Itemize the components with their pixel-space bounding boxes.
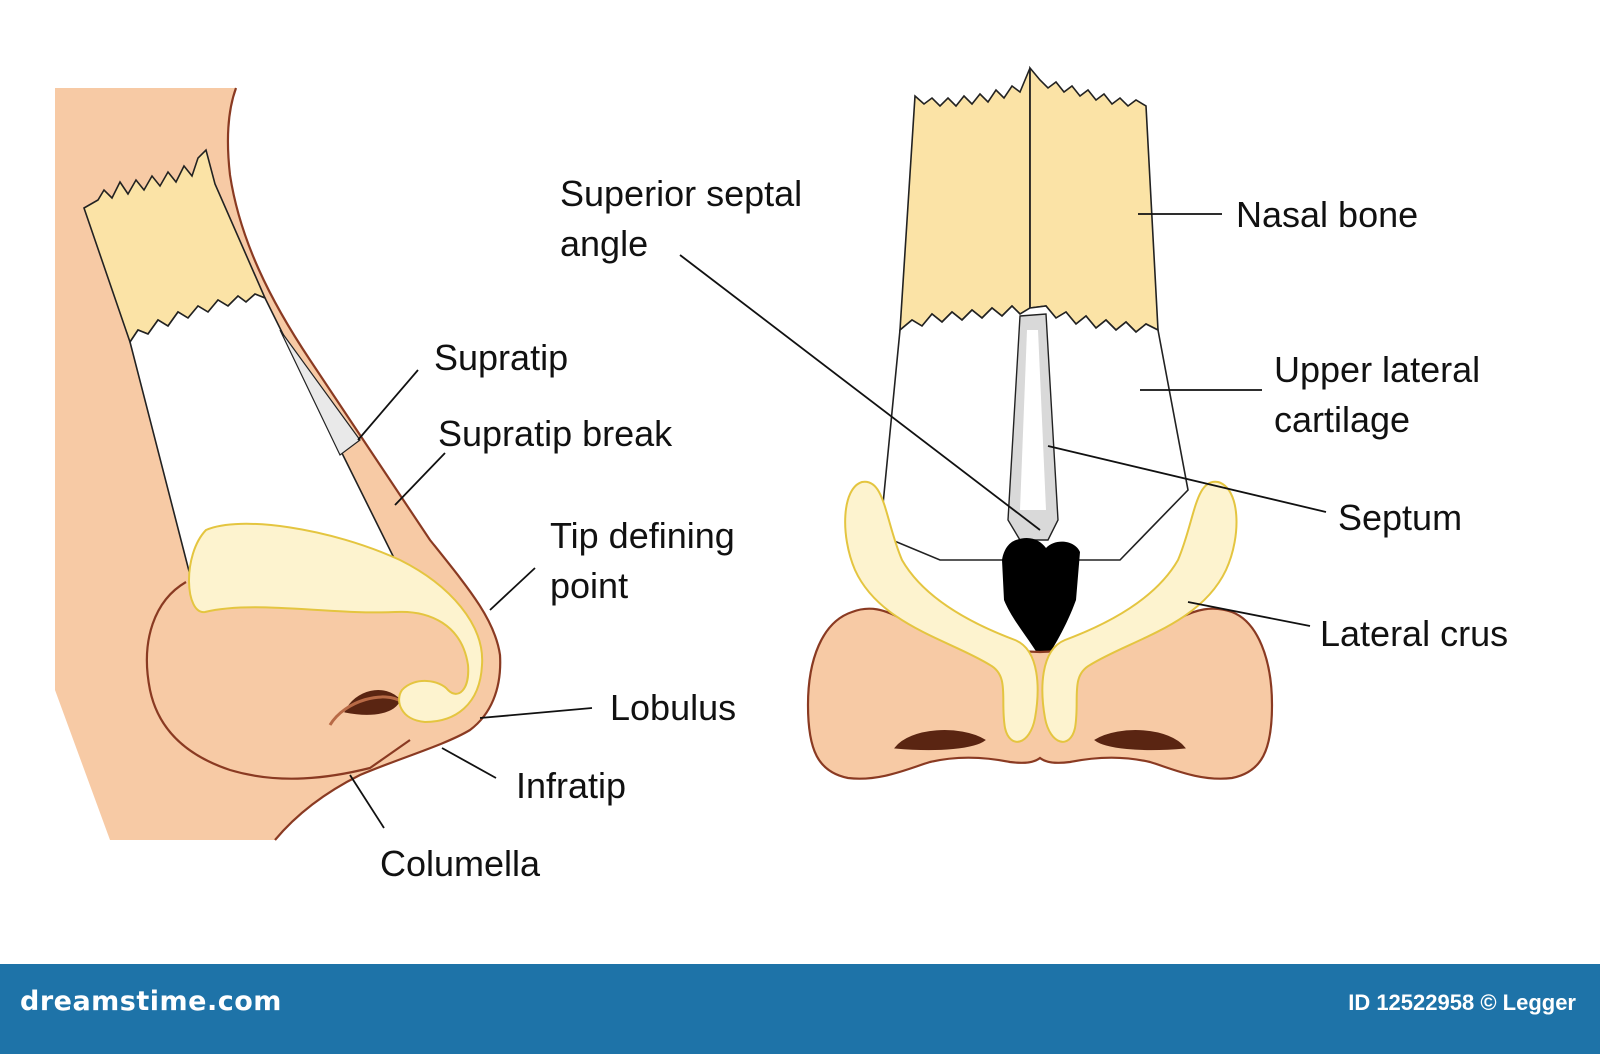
side-nostril-shade xyxy=(328,695,403,726)
side-skin-outline xyxy=(226,87,502,841)
labels: Supratip Supratip break Tip defining poi… xyxy=(380,173,1508,884)
side-lower-lateral-cartilage xyxy=(188,522,484,724)
watermark-image-id: ID 12522958 xyxy=(1348,990,1475,1015)
label-supratip-break: Supratip break xyxy=(438,413,673,454)
label-lobulus: Lobulus xyxy=(610,687,736,728)
watermark-credit: ID 12522958 © Legger xyxy=(1348,990,1576,1016)
side-septum-sliver xyxy=(279,329,361,456)
front-lateral-crus-left xyxy=(844,480,1039,743)
front-nostril-left xyxy=(894,730,986,751)
label-nasal-bone: Nasal bone xyxy=(1236,194,1418,235)
label-supratip: Supratip xyxy=(434,337,568,378)
front-nostril-right xyxy=(1094,730,1186,751)
leader-tip-defining-point xyxy=(489,567,536,611)
front-vestibule xyxy=(1002,537,1080,658)
side-view-illustration xyxy=(55,87,502,841)
leader-lines xyxy=(349,213,1327,829)
leader-lobulus xyxy=(479,707,593,719)
leader-columella xyxy=(349,774,385,829)
label-superior-septal-angle-line1: Superior septal xyxy=(560,173,802,214)
watermark-brand-logo: dreamstime.com xyxy=(20,986,282,1017)
front-septum-inner xyxy=(1020,330,1046,510)
front-view-illustration xyxy=(806,65,1274,780)
label-septum: Septum xyxy=(1338,497,1462,538)
label-tip-defining-point-line2: point xyxy=(550,565,628,606)
label-tip-defining-point-line1: Tip defining xyxy=(550,515,735,556)
leader-septum xyxy=(1047,445,1327,513)
label-superior-septal-angle-line2: angle xyxy=(560,223,648,264)
front-nasal-bone-right xyxy=(1029,65,1159,334)
leader-lateral-crus xyxy=(1187,601,1311,627)
front-lateral-crus-right xyxy=(1041,480,1238,743)
label-upper-lateral-cartilage-line1: Upper lateral xyxy=(1274,349,1480,390)
leader-supratip xyxy=(357,369,419,441)
leader-supratip-break xyxy=(394,452,446,506)
label-columella: Columella xyxy=(380,843,541,884)
side-ala xyxy=(145,581,411,780)
leader-infratip xyxy=(441,747,497,779)
front-nasal-bone-left xyxy=(899,67,1031,332)
watermark-author-credit: © Legger xyxy=(1480,990,1576,1015)
label-lateral-crus: Lateral crus xyxy=(1320,613,1508,654)
watermark-footer-bar: dreamstime.com ID 12522958 © Legger xyxy=(0,964,1600,1054)
leader-superior-septal-angle xyxy=(679,254,1041,531)
label-upper-lateral-cartilage-line2: cartilage xyxy=(1274,399,1410,440)
label-infratip: Infratip xyxy=(516,765,626,806)
